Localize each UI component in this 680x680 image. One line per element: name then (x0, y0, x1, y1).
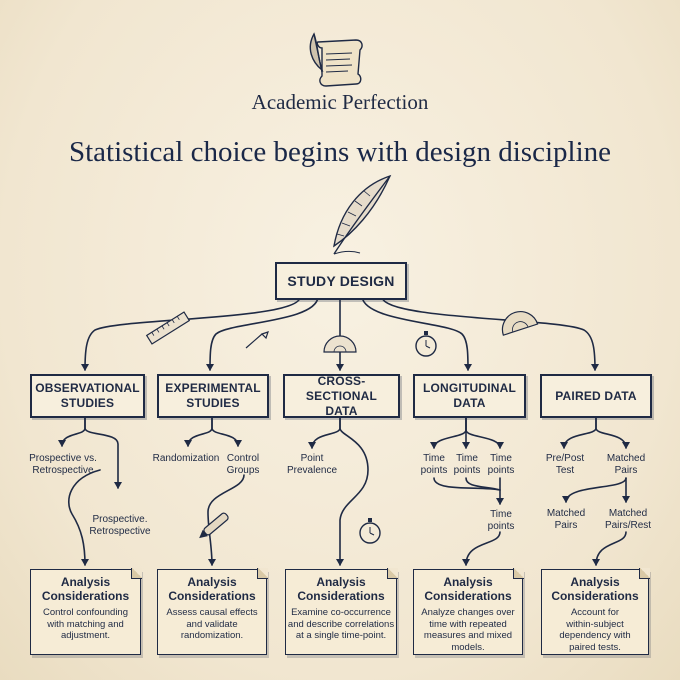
exp-label-control-groups: Control Groups (226, 453, 260, 476)
set-square-icon (501, 311, 539, 336)
protractor-icon (323, 335, 357, 353)
analysis-considerations-experimental: Analysis Considerations Assess causal ef… (157, 568, 268, 655)
obs-label-prospective-retrospective: Prospective. Retrospective (89, 514, 151, 537)
analysis-considerations-paired: Analysis Considerations Account for with… (541, 568, 650, 655)
analysis-considerations-cross-sectional: Analysis Considerations Examine co-occur… (285, 568, 398, 655)
paired-data-box: PAIRED DATA (540, 374, 652, 418)
exp-label-randomization: Randomization (152, 453, 220, 464)
longitudinal-data-box: LONGITUDINAL DATA (413, 374, 526, 418)
feather-quill-icon (333, 174, 392, 255)
note-body: Assess causal effects and validate rando… (166, 607, 258, 641)
connector-root-paired (381, 296, 599, 371)
experimental-studies-box: EXPERIMENTAL STUDIES (157, 374, 269, 418)
pair-label-matched-pairs-1: Matched Pairs (606, 453, 646, 476)
pair-label-matched-pairs-rest: Matched Pairs/Rest (604, 508, 652, 531)
long-label-time-points-1: Time points (420, 453, 448, 476)
connector-root-longitudinal (361, 296, 472, 371)
note-body: Analyze changes over time with repeated … (421, 607, 515, 653)
note-body: Examine co-occurrence and describe corre… (287, 607, 395, 641)
brand-title: Academic Perfection (251, 90, 429, 114)
pair-label-pre-post-test: Pre/Post Test (545, 453, 585, 476)
page-headline: Statistical choice begins with design di… (68, 136, 612, 168)
observational-studies-box: OBSERVATIONAL STUDIES (30, 374, 145, 418)
cross-sectional-data-box: CROSS-SECTIONAL DATA (283, 374, 400, 418)
fountain-pen-icon (199, 512, 229, 539)
pair-label-matched-pairs-2: Matched Pairs (546, 508, 586, 531)
obs-label-prospective-vs-retrospective: Prospective vs. Retrospective (29, 453, 97, 476)
note-body: Account for within-subject dependency wi… (559, 607, 631, 653)
long-label-time-points-3: Time points (487, 453, 515, 476)
analysis-considerations-longitudinal: Analysis Considerations Analyze changes … (413, 568, 524, 655)
note-title: Analysis Considerations (41, 575, 130, 603)
long-label-time-points-2: Time points (453, 453, 481, 476)
note-body: Control confounding with matching and ad… (42, 607, 129, 641)
study-design-box: STUDY DESIGN (275, 262, 407, 300)
stopwatch-icon (415, 331, 437, 357)
analysis-considerations-observational: Analysis Considerations Control confound… (30, 568, 142, 655)
note-title: Analysis Considerations (168, 575, 256, 603)
connector-root-experimental (206, 296, 319, 371)
note-title: Analysis Considerations (297, 575, 385, 603)
ruler-icon (145, 311, 191, 345)
scroll-quill-icon (309, 32, 363, 87)
note-title: Analysis Considerations (424, 575, 512, 603)
pen-icon (245, 331, 269, 349)
note-title: Analysis Considerations (551, 575, 639, 603)
cross-label-point-prevalence: Point Prevalence (286, 453, 338, 476)
long-label-time-points-4: Time points (487, 509, 515, 532)
stopwatch-icon (359, 518, 381, 544)
connector-root-observational (81, 296, 301, 371)
